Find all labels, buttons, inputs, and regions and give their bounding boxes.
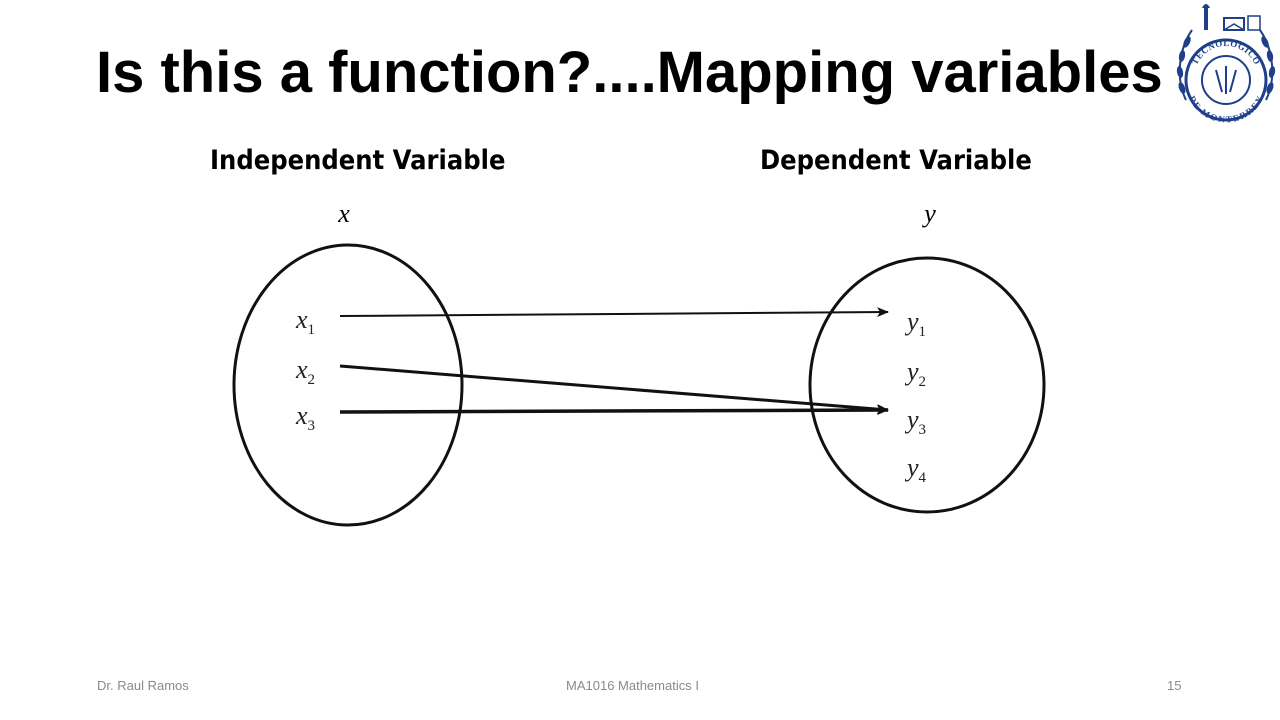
footer-page-number: 15: [1167, 678, 1182, 693]
codomain-element-y1: y1: [904, 307, 926, 340]
independent-variable-heading: Independent Variable: [210, 145, 506, 176]
codomain-element-y4: y4: [904, 453, 927, 486]
slide-title: Is this a function?....Mapping variables: [96, 40, 1163, 105]
footer-author: Dr. Raul Ramos: [97, 678, 189, 693]
domain-element-x2: x2: [295, 355, 315, 388]
domain-element-x1: x1: [295, 305, 315, 338]
domain-element-x3: x3: [295, 401, 315, 434]
footer-course: MA1016 Mathematics I: [566, 678, 699, 693]
mapping-arrow-x1-to-y1: [339, 307, 889, 318]
domain-set-ellipse: [232, 243, 464, 527]
codomain-set-ellipse: [808, 256, 1046, 514]
mapping-arrow-x3-to-y3: [339, 405, 889, 416]
dependent-variable-heading: Dependent Variable: [760, 145, 1032, 176]
codomain-set-label: y: [921, 199, 936, 228]
domain-set-label: x: [337, 199, 350, 228]
codomain-element-y3: y3: [904, 405, 926, 438]
tec-monterrey-logo: TECNOLOGICO DE MONTERREY: [1176, 4, 1276, 125]
mapping-arrow-x2-to-y3: [339, 364, 889, 415]
codomain-element-y2: y2: [904, 357, 926, 390]
